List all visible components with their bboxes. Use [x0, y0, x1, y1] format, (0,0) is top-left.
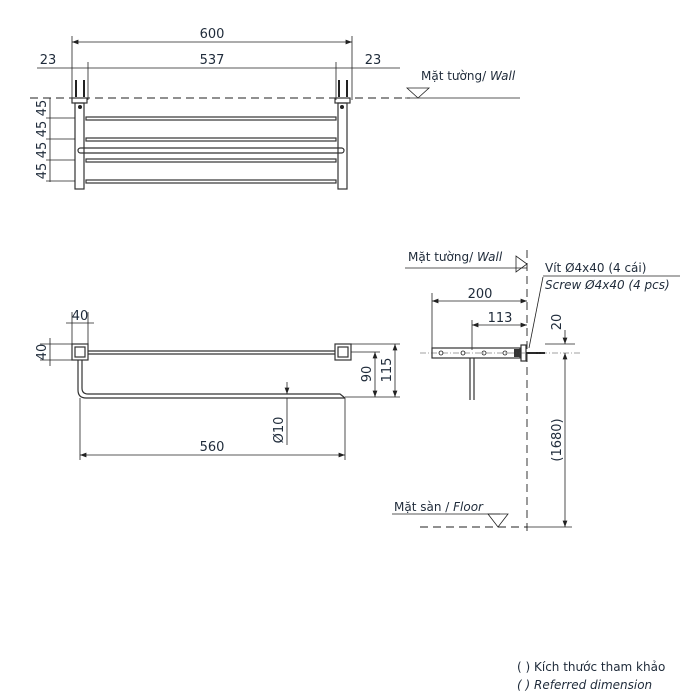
top-view: 600 537 23 23 45 45 45 45 Mặt tường/ Wal… — [30, 27, 520, 190]
dim-200: 200 — [468, 287, 493, 302]
dim-40-height: 40 — [35, 344, 50, 361]
dim-1680: (1680) — [550, 418, 565, 461]
dim-23-right: 23 — [365, 53, 382, 68]
screw-label-en: Screw Ø4x40 (4 pcs) — [545, 278, 670, 292]
front-view: 40 40 90 115 560 Ø10 — [35, 309, 400, 460]
legend-vi: ( ) Kích thước tham khảo — [517, 660, 665, 674]
dim-45-2: 45 — [35, 121, 50, 138]
wall-label-side: Mặt tường/ Wall — [408, 250, 503, 264]
dim-20: 20 — [550, 314, 565, 331]
wall-label-top: Mặt tường/ Wall — [421, 69, 516, 83]
dim-40-width: 40 — [72, 309, 89, 324]
dim-diameter: Ø10 — [272, 417, 287, 444]
dim-560: 560 — [200, 440, 225, 455]
dim-45-1: 45 — [35, 100, 50, 117]
legend-en: ( ) Referred dimension — [517, 678, 652, 692]
dim-45-4: 45 — [35, 163, 50, 180]
dim-45-3: 45 — [35, 142, 50, 159]
dim-90: 90 — [360, 366, 375, 383]
dim-115: 115 — [380, 358, 395, 383]
dim-600: 600 — [200, 27, 225, 42]
floor-label: Mặt sàn / Floor — [394, 500, 484, 514]
side-view: Mặt tường/ Wall Vít Ø4x40 (4 cái) Screw … — [392, 250, 680, 532]
dim-537: 537 — [200, 53, 225, 68]
dim-23-left: 23 — [40, 53, 57, 68]
screw-label-vi: Vít Ø4x40 (4 cái) — [545, 261, 646, 275]
dim-113: 113 — [488, 311, 513, 326]
